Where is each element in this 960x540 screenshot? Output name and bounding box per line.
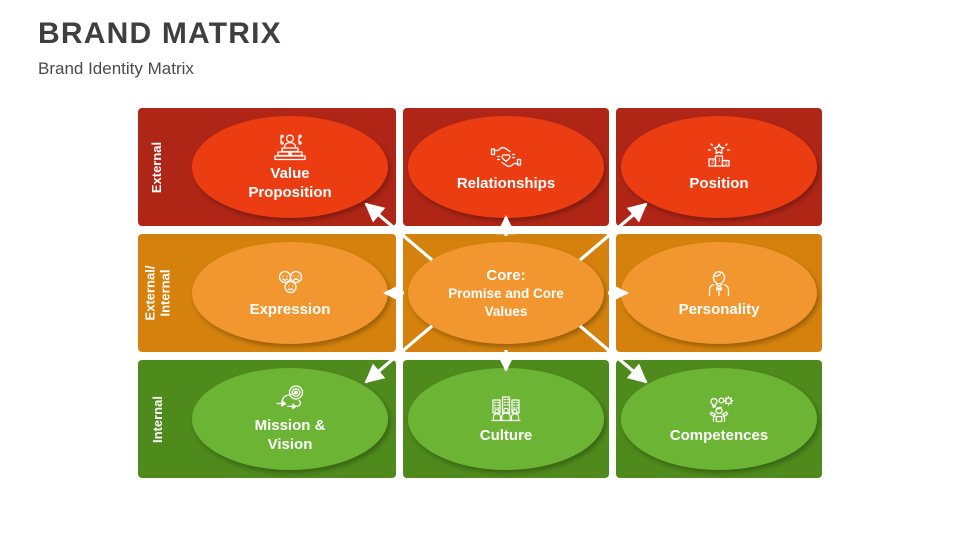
emoji-faces-icon bbox=[273, 268, 307, 298]
svg-text:1: 1 bbox=[718, 158, 721, 164]
matrix-cell-culture[interactable]: Culture bbox=[403, 360, 609, 478]
row-label-external-line1: External bbox=[149, 141, 165, 193]
matrix-cell-core[interactable]: Core: Promise and Core Values bbox=[403, 234, 609, 352]
ellipse-value-proposition[interactable]: Value Proposition bbox=[192, 116, 388, 218]
ellipse-position[interactable]: 1 2 3 Position bbox=[621, 116, 817, 218]
row-label-external-internal: External/ Internal bbox=[138, 234, 176, 352]
ellipse-label-culture: Culture bbox=[479, 426, 533, 444]
ellipse-personality[interactable]: Personality bbox=[621, 242, 817, 344]
ellipse-culture[interactable]: Culture bbox=[408, 368, 604, 470]
row-label-external: External bbox=[138, 108, 176, 226]
matrix-cell-position[interactable]: 1 2 3 Position bbox=[616, 108, 822, 226]
label-line-1: Mission & bbox=[254, 417, 326, 434]
people-buildings-icon bbox=[489, 394, 523, 424]
ellipse-mission-vision[interactable]: Mission & Vision bbox=[192, 368, 388, 470]
matrix-cell-value-proposition[interactable]: External Value Proposition bbox=[138, 108, 396, 226]
ellipse-core[interactable]: Core: Promise and Core Values bbox=[408, 242, 604, 344]
svg-text:3: 3 bbox=[725, 161, 728, 167]
core-subtext-line2: Values bbox=[484, 303, 528, 319]
svg-text:2: 2 bbox=[711, 160, 714, 166]
ellipse-competences[interactable]: Competences bbox=[621, 368, 817, 470]
ellipse-label-personality: Personality bbox=[678, 300, 760, 318]
core-heading: Core: bbox=[486, 266, 526, 284]
page-header: BRAND MATRIX Brand Identity Matrix bbox=[38, 14, 282, 81]
person-bulb-gear-icon bbox=[702, 394, 736, 424]
ellipse-label-expression: Expression bbox=[249, 300, 331, 318]
ellipse-label-value-proposition: Value Proposition bbox=[240, 164, 339, 202]
brand-matrix: External Value Proposition bbox=[138, 108, 822, 478]
page-subtitle: Brand Identity Matrix bbox=[38, 59, 194, 78]
matrix-cell-mission-vision[interactable]: Internal Mission & Vision bbox=[138, 360, 396, 478]
value-proposition-icon bbox=[273, 132, 307, 162]
label-line-2: Proposition bbox=[248, 184, 332, 201]
label-line-1: Value bbox=[270, 165, 310, 182]
core-subtext: Promise and Core Values bbox=[448, 285, 564, 321]
ellipse-label-competences: Competences bbox=[669, 426, 769, 444]
row-label-internal: Internal bbox=[138, 360, 176, 478]
target-dart-icon bbox=[273, 384, 307, 414]
matrix-cell-expression[interactable]: External/ Internal Expression bbox=[138, 234, 396, 352]
person-bowtie-icon bbox=[702, 268, 736, 298]
row-label-internal-line1: Internal bbox=[149, 395, 165, 443]
ellipse-label-position: Position bbox=[689, 174, 749, 192]
ellipse-expression[interactable]: Expression bbox=[192, 242, 388, 344]
matrix-cell-relationships[interactable]: Relationships bbox=[403, 108, 609, 226]
label-line-2: Vision bbox=[267, 436, 313, 453]
core-subtext-line1: Promise and Core bbox=[448, 285, 564, 301]
ellipse-label-relationships: Relationships bbox=[456, 174, 556, 192]
row-label-external-internal-line2: Internal bbox=[157, 269, 173, 317]
matrix-cell-competences[interactable]: Competences bbox=[616, 360, 822, 478]
podium-star-icon: 1 2 3 bbox=[702, 142, 736, 172]
page-title: BRAND MATRIX bbox=[38, 17, 282, 50]
ellipse-label-mission-vision: Mission & Vision bbox=[247, 416, 334, 454]
ellipse-relationships[interactable]: Relationships bbox=[408, 116, 604, 218]
row-label-external-internal-line1: External/ bbox=[142, 265, 158, 321]
hands-heart-icon bbox=[489, 142, 523, 172]
matrix-cell-personality[interactable]: Personality bbox=[616, 234, 822, 352]
